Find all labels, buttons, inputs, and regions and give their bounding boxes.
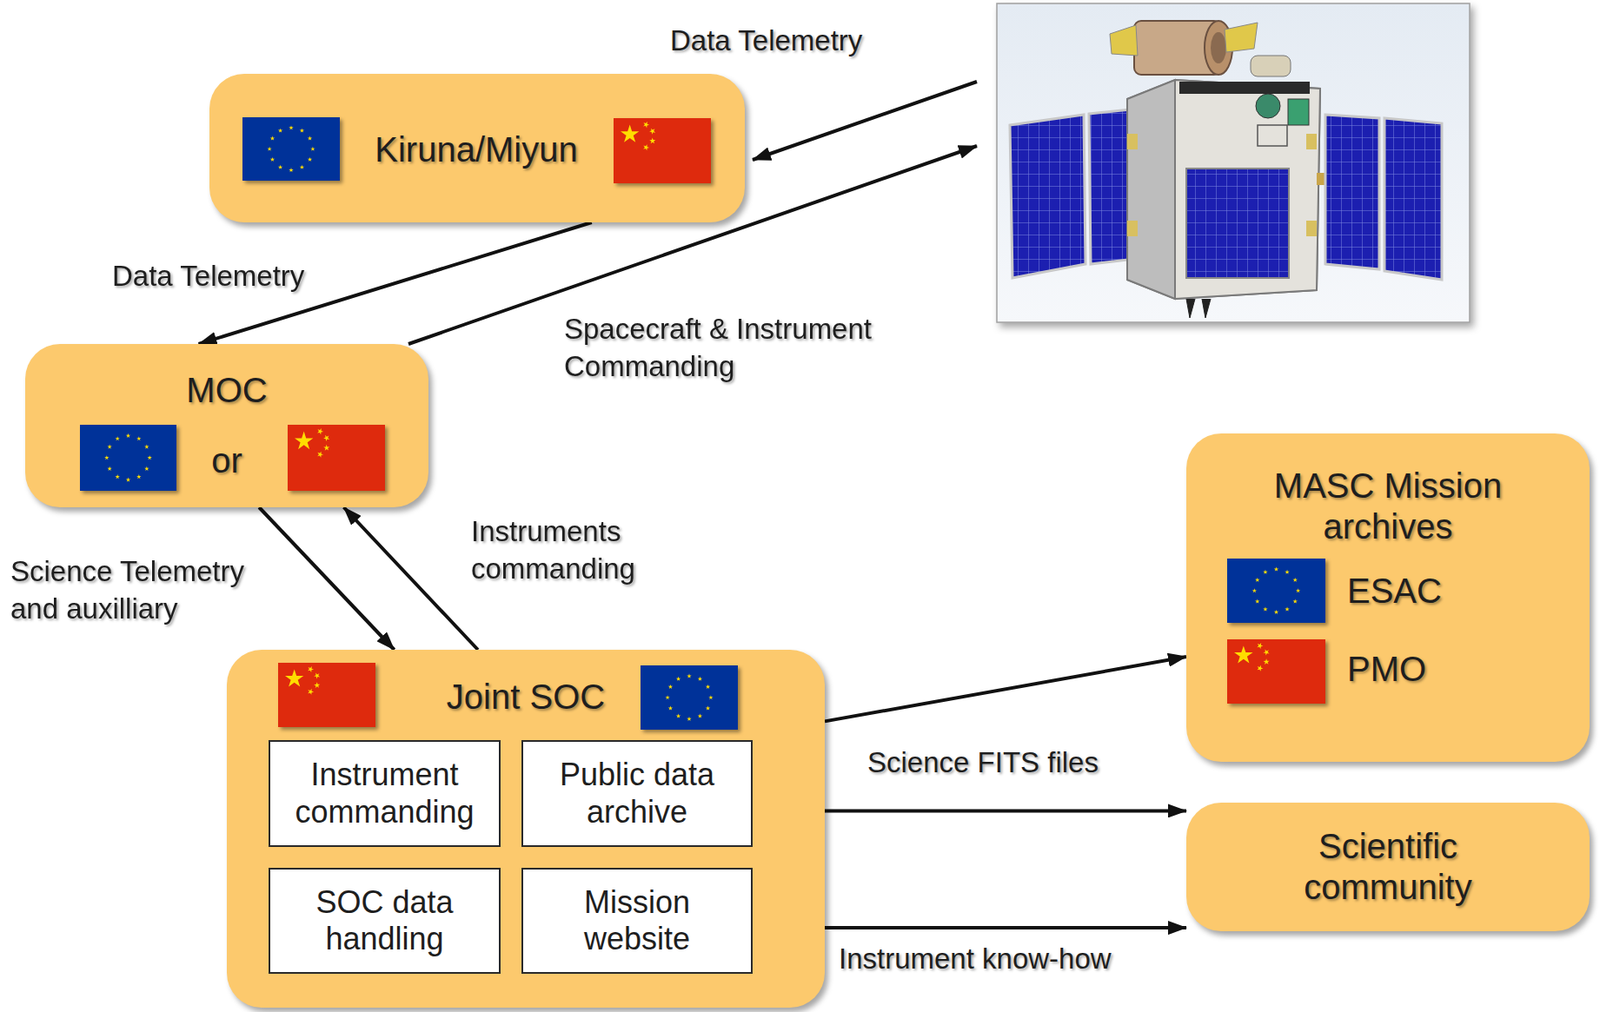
- label-holder: Data Telemetry: [112, 258, 339, 296]
- node-label: MASC Mission archives: [1274, 466, 1502, 546]
- node-label: MOC: [185, 371, 267, 410]
- archive-box: MASC Mission archivesESAC PMO: [1186, 433, 1590, 763]
- text-holder: SOC data handling: [277, 884, 492, 959]
- edge-label: Data Telemetry: [112, 259, 305, 293]
- edge-label: Instrument know-how: [838, 942, 1112, 976]
- station-box: Kiruna/Miyun: [209, 73, 745, 223]
- function-label: Instrument commanding: [294, 756, 474, 830]
- edge-label: Science FITS files: [867, 746, 1099, 779]
- china-flag: [1227, 639, 1326, 704]
- flow-arrow: [344, 507, 479, 651]
- function-label: Mission website: [584, 884, 691, 957]
- link-label: Data Telemetry: [670, 24, 863, 57]
- community-box: Scientific community: [1186, 803, 1590, 932]
- node-label: Joint SOC: [446, 677, 605, 717]
- china-flag: [278, 663, 376, 728]
- telescope-tube: [1109, 20, 1291, 77]
- node-label: ESAC: [1347, 571, 1442, 611]
- text-holder: Joint SOC: [446, 677, 605, 718]
- function-label: Public data archive: [559, 756, 715, 830]
- text-holder: or: [211, 440, 243, 482]
- node-label: or: [211, 441, 243, 480]
- soc-box: Instrument commanding Public data archive…: [226, 650, 825, 1009]
- flow-arrow: [824, 657, 1187, 722]
- label-holder: Instrument know-how: [838, 941, 1112, 979]
- flow-arrow: [824, 926, 1187, 930]
- eu-flag: [1227, 558, 1326, 624]
- edge-label: Science Telemetry and auxilliary: [10, 555, 245, 625]
- label-holder: Science FITS files: [867, 744, 1099, 783]
- eu-flag: [640, 665, 738, 731]
- text-holder: MOC: [185, 370, 267, 412]
- function-box: Instrument commanding: [268, 740, 501, 848]
- eu-flag: [79, 424, 177, 492]
- edge-label: Instruments commanding: [471, 515, 636, 585]
- label-holder: Instruments commanding: [471, 513, 689, 589]
- node-label: Scientific community: [1303, 827, 1472, 907]
- flow-arrow: [258, 507, 395, 651]
- china-flag: [287, 424, 386, 492]
- text-holder: Kiruna/Miyun: [374, 129, 578, 171]
- text-holder: MASC Mission archives: [1205, 465, 1571, 548]
- china-flag: [613, 118, 711, 184]
- downlink-arrow: [752, 81, 977, 160]
- label-holder: Data Telemetry: [670, 22, 863, 60]
- flow-arrow: [824, 809, 1187, 813]
- text-holder: PMO: [1347, 649, 1427, 691]
- text-holder: Scientific community: [1248, 826, 1527, 909]
- picture-frame: [996, 3, 1470, 323]
- eu-flag: [242, 117, 340, 181]
- text-holder: ESAC: [1347, 570, 1442, 612]
- text-holder: Public data archive: [530, 756, 744, 831]
- link-label: Spacecraft & Instrument Commanding: [564, 312, 872, 383]
- function-label: SOC data handling: [315, 884, 453, 957]
- node-label: Kiruna/Miyun: [374, 130, 578, 169]
- spacecraft-illustration: [996, 3, 1470, 323]
- function-box: Mission website: [521, 868, 753, 975]
- text-holder: Instrument commanding: [277, 756, 492, 831]
- body-solar-panel: [1186, 168, 1289, 279]
- label-holder: Science Telemetry and auxilliary: [10, 553, 298, 629]
- function-box: Public data archive: [521, 740, 753, 848]
- label-holder: Spacecraft & Instrument Commanding: [564, 311, 938, 386]
- spacecraft-body: [1127, 79, 1321, 319]
- moc-box: MOC or: [25, 344, 429, 508]
- text-holder: Mission website: [530, 884, 744, 959]
- solar-panel-right: [1316, 114, 1442, 280]
- function-box: SOC data handling: [268, 868, 501, 975]
- node-label: PMO: [1347, 650, 1427, 689]
